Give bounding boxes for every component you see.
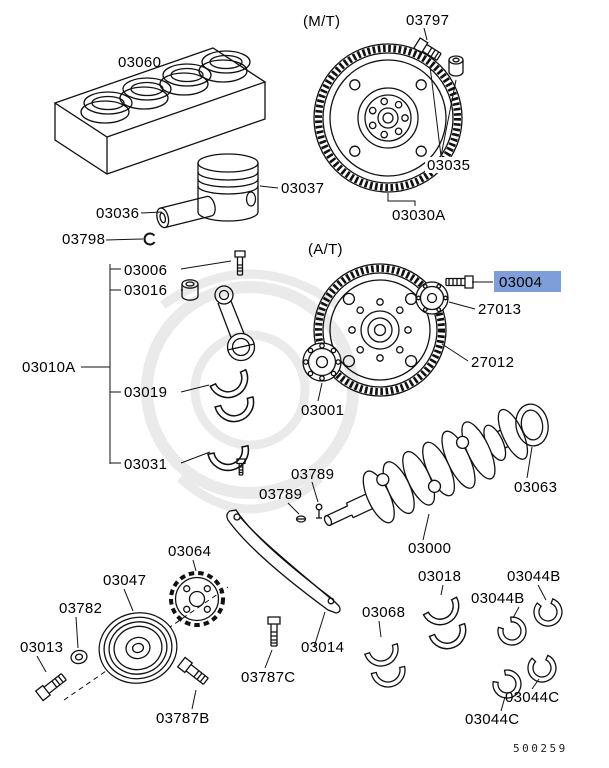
part-label-03030a[interactable]: 03030A [392,207,446,224]
crank-spacer [302,342,342,382]
part-label-03018[interactable]: 03018 [418,568,461,585]
pin-03789 [315,503,323,519]
part-label-03044b-a[interactable]: 03044B [507,568,561,585]
flywheel-mt [313,43,463,193]
crank-pulley [98,612,178,684]
part-label-03044c-a[interactable]: 03044C [505,689,559,706]
snap-ring [143,232,157,246]
part-label-03068[interactable]: 03068 [362,604,405,621]
part-label-03013[interactable]: 03013 [20,639,63,656]
piston [197,153,259,222]
part-label-03044c-b[interactable]: 03044C [465,711,519,728]
part-label-03787c[interactable]: 03787C [241,669,295,686]
driveplate-bolt [445,275,474,289]
label-mt: (M/T) [303,13,340,30]
part-label-03000[interactable]: 03000 [408,540,451,557]
diagram-code: 500259 [513,742,568,755]
piston-ring-set [53,47,267,175]
main-bearings-03018 [422,596,472,655]
baffle-plate [226,509,341,614]
part-label-03016[interactable]: 03016 [124,282,167,299]
part-label-03010a[interactable]: 03010A [22,359,76,376]
part-label-03004[interactable]: 03004 [499,274,542,291]
cap-bolt [236,458,246,476]
leader-lines [36,27,547,712]
label-bg-03035 [425,157,477,173]
part-label-03035[interactable]: 03035 [427,157,470,174]
part-label-03789-b[interactable]: 03789 [259,486,302,503]
part-label-03060[interactable]: 03060 [118,54,161,71]
part-label-27013[interactable]: 27013 [478,301,521,318]
driveplate-at [313,263,447,397]
part-label-03044b-b[interactable]: 03044B [471,590,525,607]
bolt-03787b [176,656,209,685]
part-label-27012[interactable]: 27012 [471,354,514,371]
adapter-plate [415,281,449,315]
thrust-rings [489,594,566,702]
part-label-03789-a[interactable]: 03789 [291,466,334,483]
bolt-03787c [267,616,281,647]
part-label-03064[interactable]: 03064 [168,543,211,560]
connecting-rod [214,285,256,362]
part-label-03037[interactable]: 03037 [281,180,324,197]
part-label-03001[interactable]: 03001 [301,402,344,419]
part-label-03036[interactable]: 03036 [96,205,139,222]
part-label-03787b[interactable]: 03787B [156,710,210,727]
labels-layer: (M/T) 03797 03060 03035 03037 03036 0303… [20,12,568,755]
rod-bearings [209,368,259,427]
part-label-03006[interactable]: 03006 [124,262,167,279]
highlight-03004 [494,271,561,292]
part-label-03047[interactable]: 03047 [103,572,146,589]
flywheel-bolt [412,37,442,61]
part-label-03797[interactable]: 03797 [406,12,449,29]
part-label-03019[interactable]: 03019 [124,384,167,401]
part-label-03798[interactable]: 03798 [62,231,105,248]
part-label-03063[interactable]: 03063 [514,479,557,496]
damper-plate [169,571,225,627]
pulley-washer [70,649,88,665]
label-at: (A/T) [308,241,343,258]
crankshaft [323,408,529,527]
clip-03789 [295,515,307,523]
pulley-bolt [34,673,67,702]
piston-pin [156,195,216,229]
rod-bushing [181,279,199,301]
rod-bolt [234,250,246,276]
center-bearing-03068 [364,643,409,691]
part-label-03014[interactable]: 03014 [301,639,344,656]
flywheel-nut [448,55,464,77]
part-label-03031[interactable]: 03031 [124,456,167,473]
rear-oil-seal [515,403,549,447]
part-label-03782[interactable]: 03782 [59,600,102,617]
